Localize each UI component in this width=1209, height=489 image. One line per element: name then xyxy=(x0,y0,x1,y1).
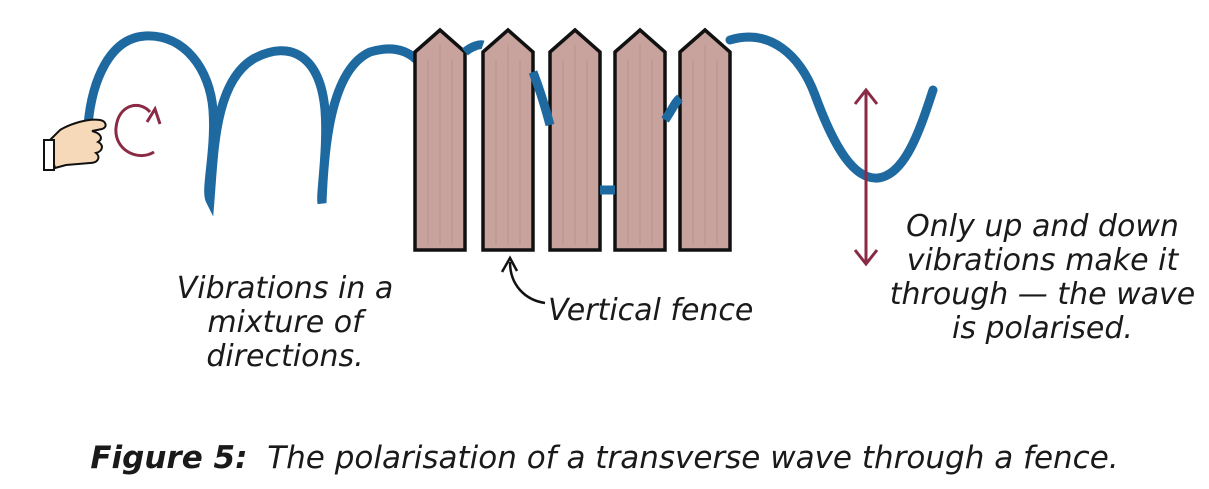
vertical-fence xyxy=(413,27,732,252)
double-arrow-icon xyxy=(853,87,879,267)
mixed-vibrations-label: Vibrations in a mixture of directions. xyxy=(176,271,394,374)
helix-wave-gap xyxy=(661,94,684,123)
figure-number: Figure 5: xyxy=(90,440,248,476)
helix-wave-gap xyxy=(528,70,555,127)
figure-caption-text: The polarisation of a transverse wave th… xyxy=(267,440,1119,476)
rotation-arrow-icon xyxy=(114,103,162,158)
polarisation-diagram xyxy=(43,27,938,305)
vertical-fence-label: Vertical fence xyxy=(548,293,754,328)
helix-wave xyxy=(83,31,441,217)
helix-wave-gap xyxy=(462,40,485,56)
fence-pointer-arrow xyxy=(500,255,546,305)
polarised-wave xyxy=(725,32,938,183)
polarised-label: Only up and down vibrations make it thro… xyxy=(889,209,1196,346)
figure-caption: Figure 5: The polarisation of a transver… xyxy=(0,440,1209,476)
hand-icon xyxy=(43,118,107,171)
